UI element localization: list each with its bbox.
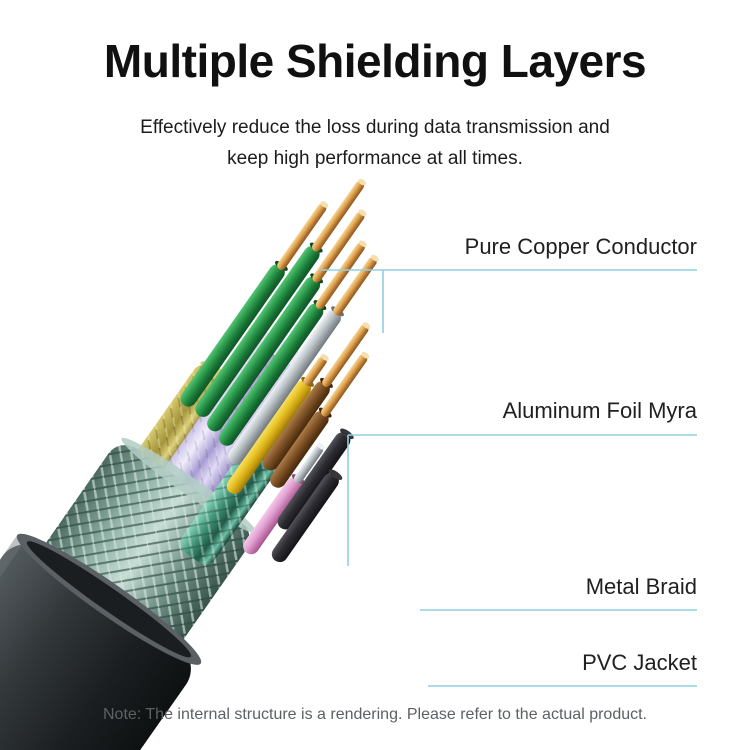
copper-conductor-wires [180,178,379,563]
callout-metal-braid: Metal Braid [585,574,697,599]
subtitle-line-1: Effectively reduce the loss during data … [140,117,610,138]
disclaimer-note: Note: The internal structure is a render… [103,706,647,723]
gold-foil-layer [120,361,244,508]
page-title: Multiple Shielding Layers [103,35,647,87]
teal-foil-layer [180,398,312,565]
callout-pure-copper-conductor: Pure Copper Conductor [464,234,697,259]
metal-braid-layer [23,437,257,675]
callout-pvc-jacket: PVC Jacket [582,650,697,675]
callout-aluminum-foil-myra: Aluminum Foil Myra [502,398,697,423]
subtitle-line-2: keep high performance at all times. [227,148,523,170]
leader-line-copper [320,269,697,333]
page-subtitle: Effectively reduce the loss during data … [0,112,750,175]
cable-bundle [0,178,379,750]
leader-line-foil [347,434,697,566]
aluminum-foil-layer [152,332,307,522]
